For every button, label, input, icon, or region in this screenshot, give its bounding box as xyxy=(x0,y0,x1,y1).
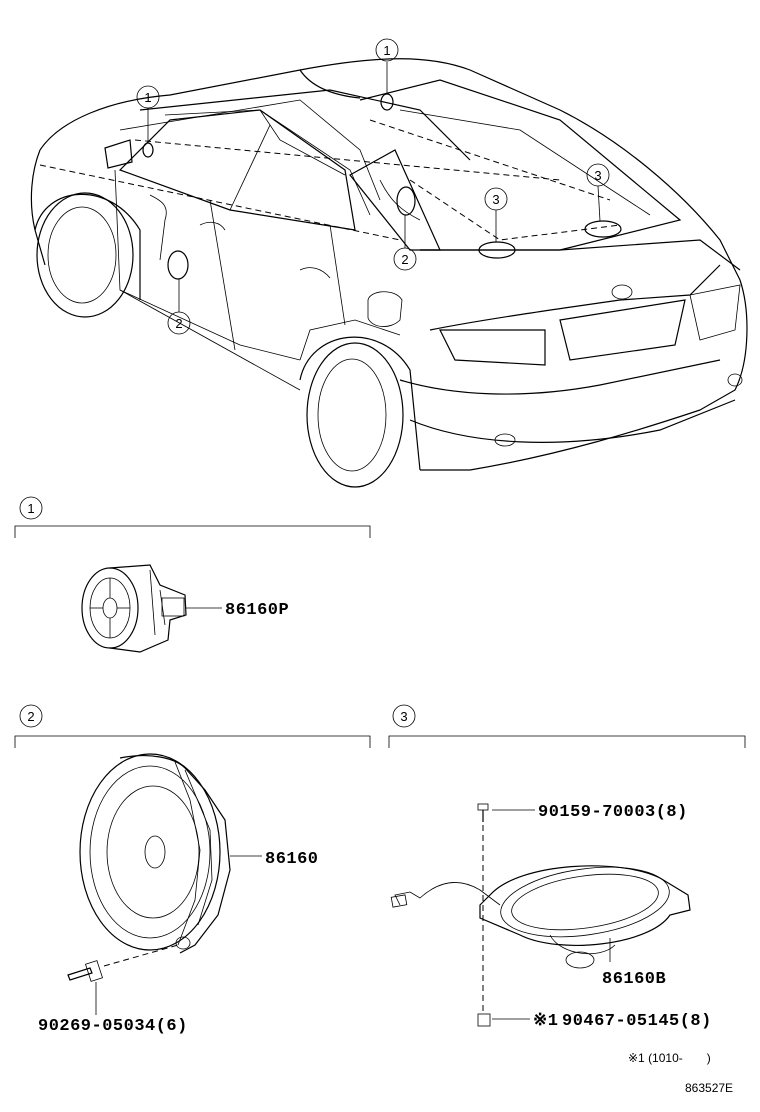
drawing-id: 863527E xyxy=(685,1081,733,1095)
car-illustration xyxy=(30,58,748,488)
svg-text:3: 3 xyxy=(492,192,499,207)
svg-text:3: 3 xyxy=(594,168,601,183)
part-86160P-label: 86160P xyxy=(225,601,289,620)
part-90159-70003-label: 90159-70003(8) xyxy=(538,803,688,822)
svg-text:2: 2 xyxy=(401,252,408,267)
part-90467-05145-label: 90467-05145(8) xyxy=(562,1012,712,1031)
callout-3-left: 3 xyxy=(484,187,508,211)
section-1: 1 86160P xyxy=(14,496,371,653)
door-speaker-drawing xyxy=(79,753,231,954)
svg-text:2: 2 xyxy=(27,709,34,724)
screw-90159-drawing xyxy=(477,803,489,822)
screw-90467-drawing xyxy=(477,1013,491,1027)
bolt-90269-drawing xyxy=(67,944,179,1015)
callout-3-right: 3 xyxy=(586,163,610,187)
svg-text:1: 1 xyxy=(383,43,390,58)
svg-text:1: 1 xyxy=(27,501,34,516)
section-2: 2 86160 90269-05034(6) xyxy=(14,704,371,1036)
rear-speaker-drawing xyxy=(390,865,691,969)
part-90269-05034-label: 90269-05034(6) xyxy=(38,1017,188,1036)
footnote: ※1 (1010- ) xyxy=(628,1051,711,1065)
callout-2-left: 2 xyxy=(167,311,191,335)
part-86160-label: 86160 xyxy=(265,850,319,869)
callout-1-left: 1 xyxy=(136,85,160,109)
callout-1-top: 1 xyxy=(375,38,399,62)
tweeter-speaker-drawing xyxy=(81,564,187,653)
part-86160B-label: 86160B xyxy=(602,970,666,989)
svg-text:1: 1 xyxy=(144,90,151,105)
svg-text:3: 3 xyxy=(400,709,407,724)
screw-90467-mark: ※1 xyxy=(533,1012,558,1031)
svg-text:2: 2 xyxy=(175,316,182,331)
callout-2-right: 2 xyxy=(393,247,417,271)
section-3: 3 90159-70003(8) 86160B ※1 90467-05145(8… xyxy=(388,704,746,1031)
